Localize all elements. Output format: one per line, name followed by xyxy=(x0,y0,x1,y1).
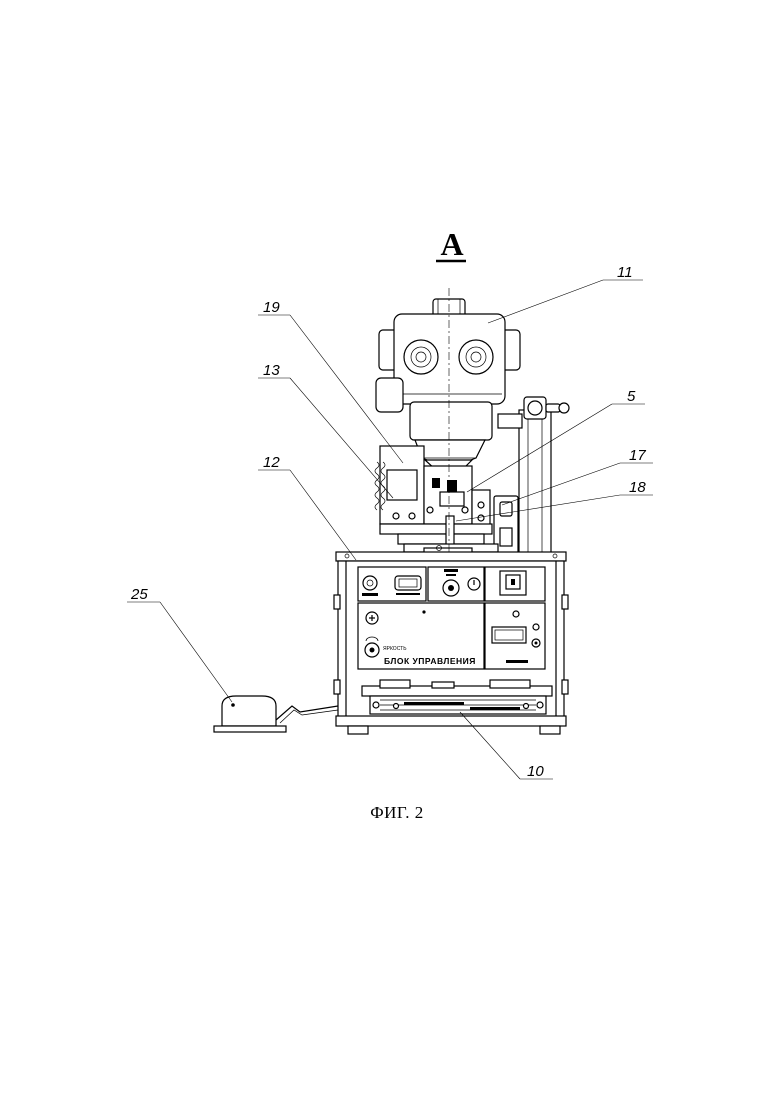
top-plate xyxy=(336,552,566,561)
callout-17: 17 xyxy=(629,447,646,464)
foot-right xyxy=(540,726,560,734)
pedal-base xyxy=(214,726,286,732)
left-ocular xyxy=(404,340,438,374)
figure-caption: ФИГ. 2 xyxy=(370,803,424,822)
right-bracket xyxy=(472,490,490,528)
base-plate xyxy=(336,716,566,726)
callout-19: 19 xyxy=(263,299,280,316)
power-led xyxy=(363,576,377,590)
clamp-knob xyxy=(528,401,542,415)
view-letter: А xyxy=(440,226,463,262)
foot-pedal xyxy=(214,696,338,732)
callout-10: 10 xyxy=(527,763,544,780)
panel-title: БЛОК УПРАВЛЕНИЯ xyxy=(384,656,476,666)
column xyxy=(519,410,551,555)
control-unit: ЯРКОСТЬ БЛОК УПРАВЛЕНИЯ xyxy=(334,552,568,734)
foot-left xyxy=(348,726,368,734)
objective-housing xyxy=(410,402,492,440)
digital-display xyxy=(492,627,526,643)
callout-5: 5 xyxy=(627,388,636,405)
callout-25: 25 xyxy=(130,586,148,603)
mount-plate xyxy=(380,524,492,534)
callout-13: 13 xyxy=(263,362,280,379)
callout-12: 12 xyxy=(263,454,280,471)
right-ocular xyxy=(459,340,493,374)
left-knob xyxy=(376,378,403,412)
callout-11: 11 xyxy=(617,264,633,281)
view-designation: А xyxy=(436,226,466,262)
microscope-head xyxy=(376,299,520,470)
callout-18: 18 xyxy=(629,479,646,496)
brightness-label: ЯРКОСТЬ xyxy=(383,646,407,652)
pedal-body xyxy=(222,696,276,726)
